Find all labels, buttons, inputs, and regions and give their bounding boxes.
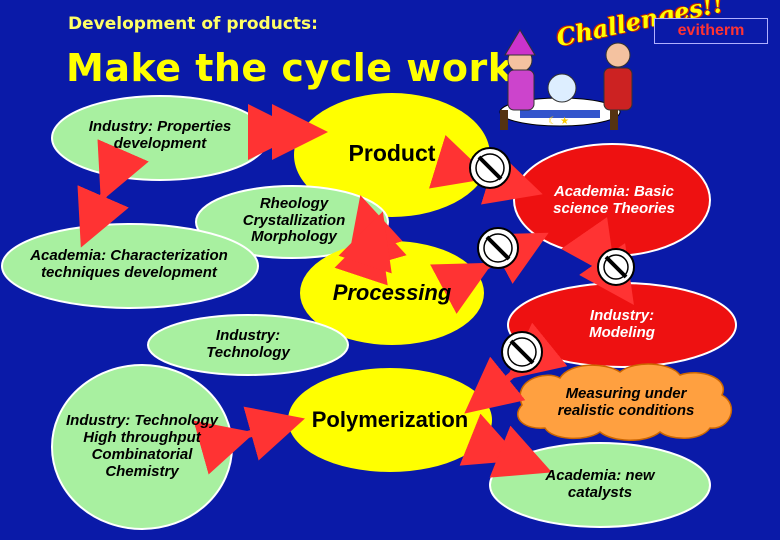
academia-characterization-label: Academia: Characterization techniques de… [30, 247, 228, 281]
page-title: Make the cycle work! [66, 46, 532, 90]
measuring-label: Measuring under realistic conditions [557, 385, 695, 419]
industry-modeling-label: Industry: Modeling [589, 307, 655, 341]
prohibition-icon [477, 227, 519, 269]
product-label: Product [348, 140, 436, 167]
industry-technology-high-label: Industry: Technology High throughput Com… [66, 412, 218, 480]
industry-technology-label: Industry: Technology [206, 327, 290, 361]
evitherm-logo: evitherm [654, 18, 768, 44]
svg-text:☾ ★: ☾ ★ [548, 116, 569, 127]
polymerization-label: Polymerization [311, 406, 469, 432]
prohibition-icon [469, 147, 511, 189]
polymerization-node [288, 368, 492, 472]
rheology-label: Rheology Crystallization Morphology [242, 194, 346, 246]
prohibition-icon [501, 331, 543, 373]
prohibition-icons [469, 147, 635, 373]
academia-basic-label: Academia: Basic science Theories [553, 183, 675, 217]
industry-technology-node [147, 314, 349, 376]
industry-properties-label: Industry: Properties development [88, 118, 232, 152]
fortune-teller-illustration: ☾ ★ [499, 29, 633, 130]
academia-catalysts-label: Academia: new catalysts [545, 467, 655, 501]
subtitle: Development of products: [68, 14, 318, 34]
processing-label: Processing [332, 279, 452, 305]
prohibition-icon [597, 248, 635, 286]
measuring-cloud-node [516, 363, 733, 441]
